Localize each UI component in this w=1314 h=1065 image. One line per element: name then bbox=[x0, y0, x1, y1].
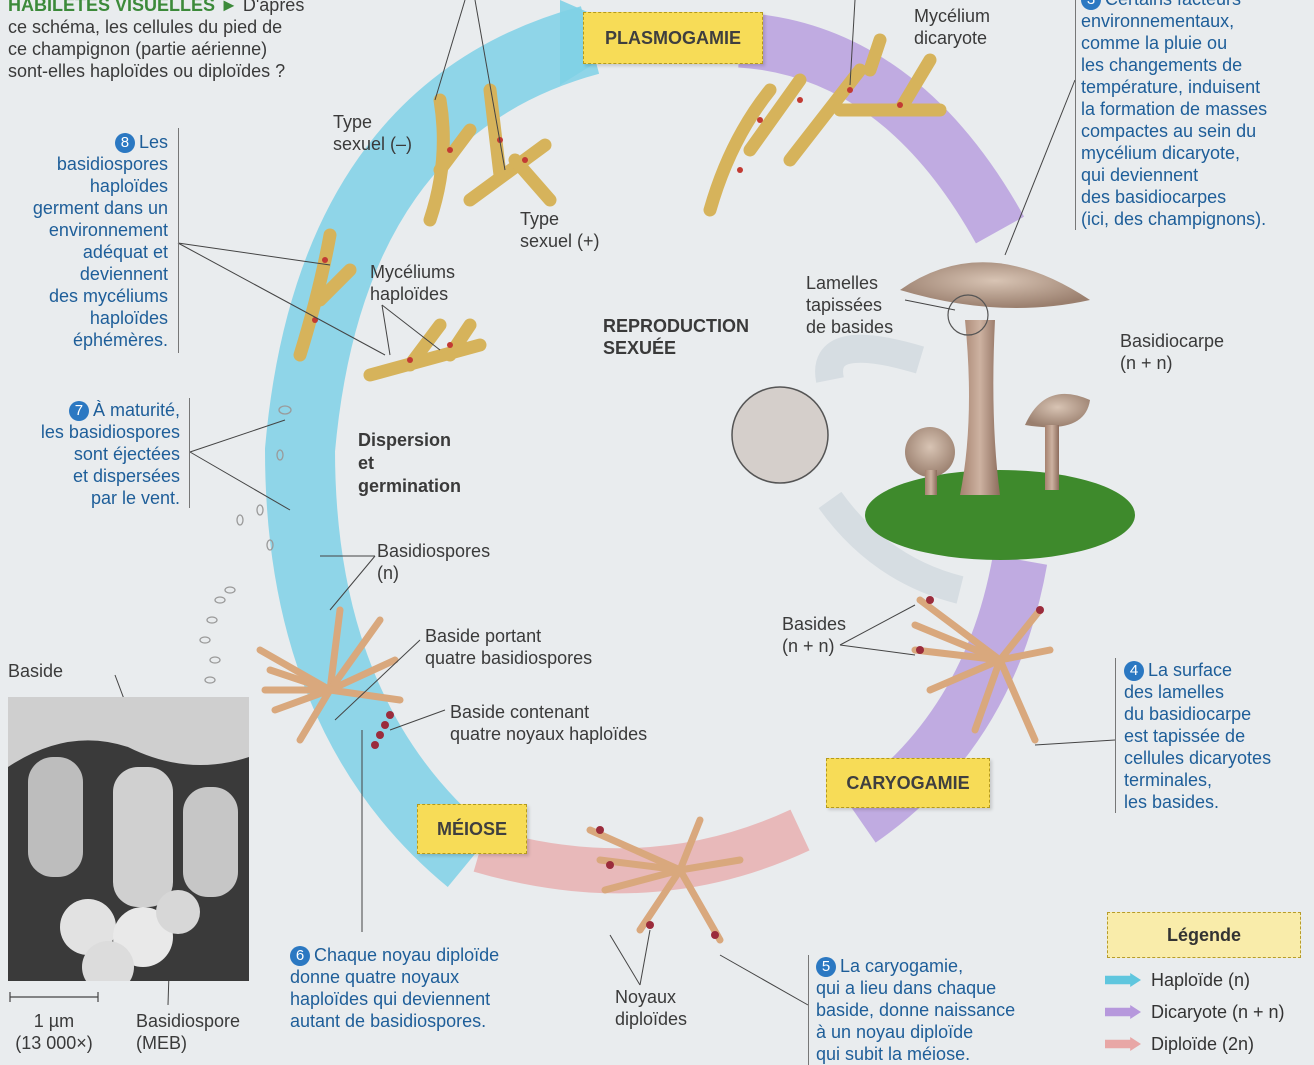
lamelles-label: Lamelles tapissées de basides bbox=[806, 272, 893, 338]
visual-skills-heading: HABILETÉS VISUELLES bbox=[8, 0, 215, 15]
mushroom-right-stem bbox=[1045, 425, 1059, 490]
legend-haploid: Haploïde (n) bbox=[1105, 970, 1250, 991]
legend: Légende Haploïde (n) Dicaryote (n + n) D… bbox=[1105, 912, 1301, 1060]
mushroom-right-cap bbox=[1025, 394, 1090, 427]
callout-3-bar bbox=[1075, 0, 1076, 230]
callout-7-bar bbox=[189, 398, 190, 508]
callout-8-bar bbox=[178, 128, 179, 353]
callout-4-number: 4 bbox=[1124, 661, 1144, 681]
dicaryote-swatch-icon bbox=[1105, 1005, 1141, 1019]
callout-5-number: 5 bbox=[816, 957, 836, 977]
callout-4-bar bbox=[1115, 658, 1116, 813]
callout-4-text: La surface des lamelles du basidiocarpe … bbox=[1124, 660, 1271, 812]
diploid-swatch-icon bbox=[1105, 1037, 1141, 1051]
baside-portant-label: Baside portant quatre basidiospores bbox=[425, 625, 592, 669]
callout-5-bar bbox=[808, 955, 809, 1065]
sem-micrograph bbox=[8, 697, 249, 981]
legend-title: Légende bbox=[1107, 912, 1301, 958]
basides-label: Basides (n + n) bbox=[782, 613, 846, 657]
legend-dicaryote-label: Dicaryote (n + n) bbox=[1151, 1002, 1285, 1022]
caryogamie-box: CARYOGAMIE bbox=[826, 758, 990, 808]
mushroom-large-stem bbox=[960, 320, 1000, 495]
callout-3: 3Certains facteurs environnementaux, com… bbox=[1081, 0, 1267, 230]
myceliums-haploides-label: Mycéliums haploïdes bbox=[370, 261, 455, 305]
scale-label: 1 µm (13 000×) bbox=[10, 1010, 98, 1054]
mycelium-dicaryote-label: Mycélium dicaryote bbox=[914, 5, 990, 49]
dispersion-label: Dispersion et germination bbox=[358, 429, 461, 498]
callout-6-text: Chaque noyau diploïde donne quatre noyau… bbox=[290, 945, 499, 1031]
callout-3-text: Certains facteurs environnementaux, comm… bbox=[1081, 0, 1267, 229]
grass-patch bbox=[865, 470, 1135, 560]
callout-7-text: À maturité, les basidiospores sont éject… bbox=[41, 400, 180, 508]
scale-bar bbox=[10, 992, 98, 1002]
meiose-box: MÉIOSE bbox=[417, 804, 527, 854]
legend-diploid-label: Diploïde (2n) bbox=[1151, 1034, 1254, 1054]
reproduction-label: REPRODUCTION SEXUÉE bbox=[603, 315, 749, 359]
type-plus-label: Type sexuel (+) bbox=[520, 208, 600, 252]
callout-8-number: 8 bbox=[115, 133, 135, 153]
basidiocarpe-label: Basidiocarpe (n + n) bbox=[1120, 330, 1224, 374]
baside-contenant-label: Baside contenant quatre noyaux haploïdes bbox=[450, 701, 647, 745]
mushroom-small-stem bbox=[925, 470, 937, 495]
gill-zoom-circle bbox=[732, 387, 828, 483]
baside-label: Baside bbox=[8, 660, 63, 682]
basidiospores-label: Basidiospores (n) bbox=[377, 540, 490, 584]
callout-6-number: 6 bbox=[290, 946, 310, 966]
mushroom-large-cap bbox=[900, 262, 1090, 308]
inner-arrow bbox=[829, 349, 920, 380]
sem-image bbox=[8, 697, 249, 981]
plasmogamie-box: PLASMOGAMIE bbox=[583, 12, 763, 64]
legend-dicaryote: Dicaryote (n + n) bbox=[1105, 1002, 1285, 1023]
visual-skills-prompt: HABILETÉS VISUELLES ► D'après ce schéma,… bbox=[8, 0, 308, 82]
mushroom-small-cap bbox=[905, 427, 955, 477]
noyaux-diploides-label: Noyaux diploïdes bbox=[615, 986, 687, 1030]
callout-5-text: La caryogamie, qui a lieu dans chaque ba… bbox=[816, 956, 1015, 1064]
callout-8-text: Les basidiospores haploïdes germent dans… bbox=[33, 132, 168, 350]
callout-3-number: 3 bbox=[1081, 0, 1101, 10]
legend-haploid-label: Haploïde (n) bbox=[1151, 970, 1250, 990]
legend-diploid: Diploïde (2n) bbox=[1105, 1034, 1254, 1055]
basidiospore-meb-label: Basidiospore (MEB) bbox=[136, 1010, 240, 1054]
callout-7-number: 7 bbox=[69, 401, 89, 421]
type-minus-label: Type sexuel (–) bbox=[333, 111, 412, 155]
haploid-swatch-icon bbox=[1105, 973, 1141, 987]
